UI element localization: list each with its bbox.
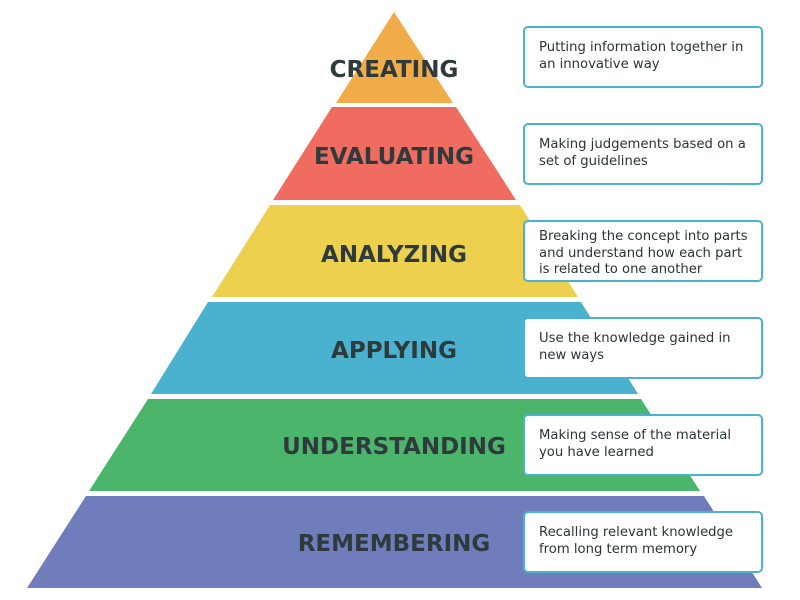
description-applying: Use the knowledge gained in new ways bbox=[539, 331, 731, 363]
description-evaluating: Making judgements based on a set of guid… bbox=[539, 137, 746, 169]
tier-analyzing-label: ANALYZING bbox=[321, 242, 467, 268]
description-box-evaluating: Making judgements based on a set of guid… bbox=[523, 123, 763, 185]
description-understanding: Making sense of the material you have le… bbox=[539, 428, 731, 460]
description-box-remembering: Recalling relevant knowledge from long t… bbox=[523, 511, 763, 573]
tier-applying-shape bbox=[151, 302, 638, 394]
tier-evaluating-label: EVALUATING bbox=[314, 144, 474, 170]
tier-remembering-label: REMEMBERING bbox=[298, 531, 491, 557]
tier-applying-label: APPLYING bbox=[331, 338, 457, 364]
description-box-creating: Putting information together in an innov… bbox=[523, 26, 763, 88]
tier-creating-label: CREATING bbox=[330, 57, 459, 83]
tier-understanding-label: UNDERSTANDING bbox=[282, 434, 506, 460]
description-creating: Putting information together in an innov… bbox=[539, 40, 744, 72]
description-box-understanding: Making sense of the material you have le… bbox=[523, 414, 763, 476]
description-box-analyzing: Breaking the concept into parts and unde… bbox=[523, 220, 763, 282]
description-analyzing: Breaking the concept into parts and unde… bbox=[539, 229, 748, 277]
description-box-applying: Use the knowledge gained in new ways bbox=[523, 317, 763, 379]
description-remembering: Recalling relevant knowledge from long t… bbox=[539, 525, 734, 557]
tier-evaluating-shape bbox=[273, 107, 516, 200]
tier-analyzing-shape bbox=[212, 205, 578, 297]
tier-creating-shape bbox=[336, 12, 453, 103]
